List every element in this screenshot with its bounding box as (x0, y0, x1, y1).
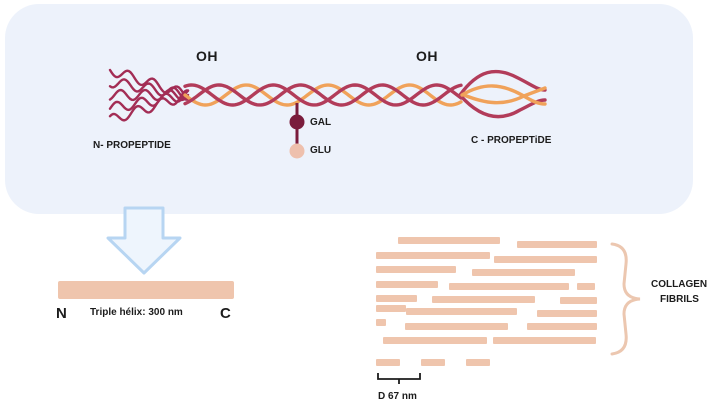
collagen-label: COLLAGEN (651, 279, 708, 290)
n-propeptide-strand-3 (108, 88, 190, 102)
down-arrow-icon (106, 206, 182, 275)
fibril-bar-7 (376, 281, 438, 288)
oh-label-left: OH (196, 48, 218, 64)
c-propeptide-label: C - PROPEPTiDE (471, 135, 552, 146)
fibril-bar-20 (493, 337, 596, 344)
fibril-bar-9 (577, 283, 595, 290)
c-propeptide-loops (458, 69, 547, 119)
fibril-bar-23 (466, 359, 490, 366)
n-propeptide-strand-2 (108, 78, 190, 101)
fibril-bar-13 (376, 305, 406, 312)
c-terminal-label: C (220, 305, 231, 322)
fibril-bar-2 (517, 241, 597, 248)
glu-dot (289, 143, 305, 159)
fibril-bar-17 (405, 323, 508, 330)
triple-helix-label: Triple hélix: 300 nm (90, 307, 183, 318)
fibril-bar-19 (383, 337, 487, 344)
gal-dot (289, 114, 305, 130)
fibril-bar-5 (376, 266, 456, 273)
collagen-fibrils (376, 237, 597, 366)
fibril-bar-11 (432, 296, 535, 303)
fibrils-label: FIBRILS (660, 294, 699, 305)
helix-strand-2 (183, 83, 463, 107)
fibril-bar-15 (537, 310, 597, 317)
helix-strand-1 (183, 83, 463, 107)
fibril-bar-4 (494, 256, 597, 263)
n-propeptide-strand-1 (108, 68, 190, 101)
fibril-bar-14 (406, 308, 517, 315)
n-propeptide-label: N- PROPEPTIDE (93, 140, 171, 151)
n-terminal-label: N (56, 305, 67, 322)
procollagen-panel (5, 4, 693, 214)
fibril-bar-16 (376, 319, 386, 326)
n-propeptide-strand-5 (108, 89, 190, 122)
fibril-bar-21 (376, 359, 400, 366)
fibril-bar-12 (560, 297, 597, 304)
fibril-bar-3 (376, 252, 490, 259)
fibril-bar-10 (376, 295, 417, 302)
n-propeptide-strand-4 (108, 89, 190, 112)
fibril-bar-1 (398, 237, 500, 244)
triple-helix-strands (183, 83, 463, 107)
fibril-bar-8 (449, 283, 569, 290)
gal-label: GAL (310, 117, 332, 128)
d-period-bracket (377, 373, 421, 384)
right-curly-brace-icon (610, 242, 641, 356)
triple-helix-rod (58, 281, 234, 299)
n-propeptide-strands (108, 68, 190, 122)
fibril-bar-18 (527, 323, 597, 330)
oh-label-right: OH (416, 48, 438, 64)
d-period-label: D 67 nm (378, 391, 417, 402)
glu-label: GLU (310, 145, 332, 156)
helix-strand-3 (183, 83, 463, 107)
fibril-bar-22 (421, 359, 445, 366)
fibril-bar-6 (472, 269, 575, 276)
